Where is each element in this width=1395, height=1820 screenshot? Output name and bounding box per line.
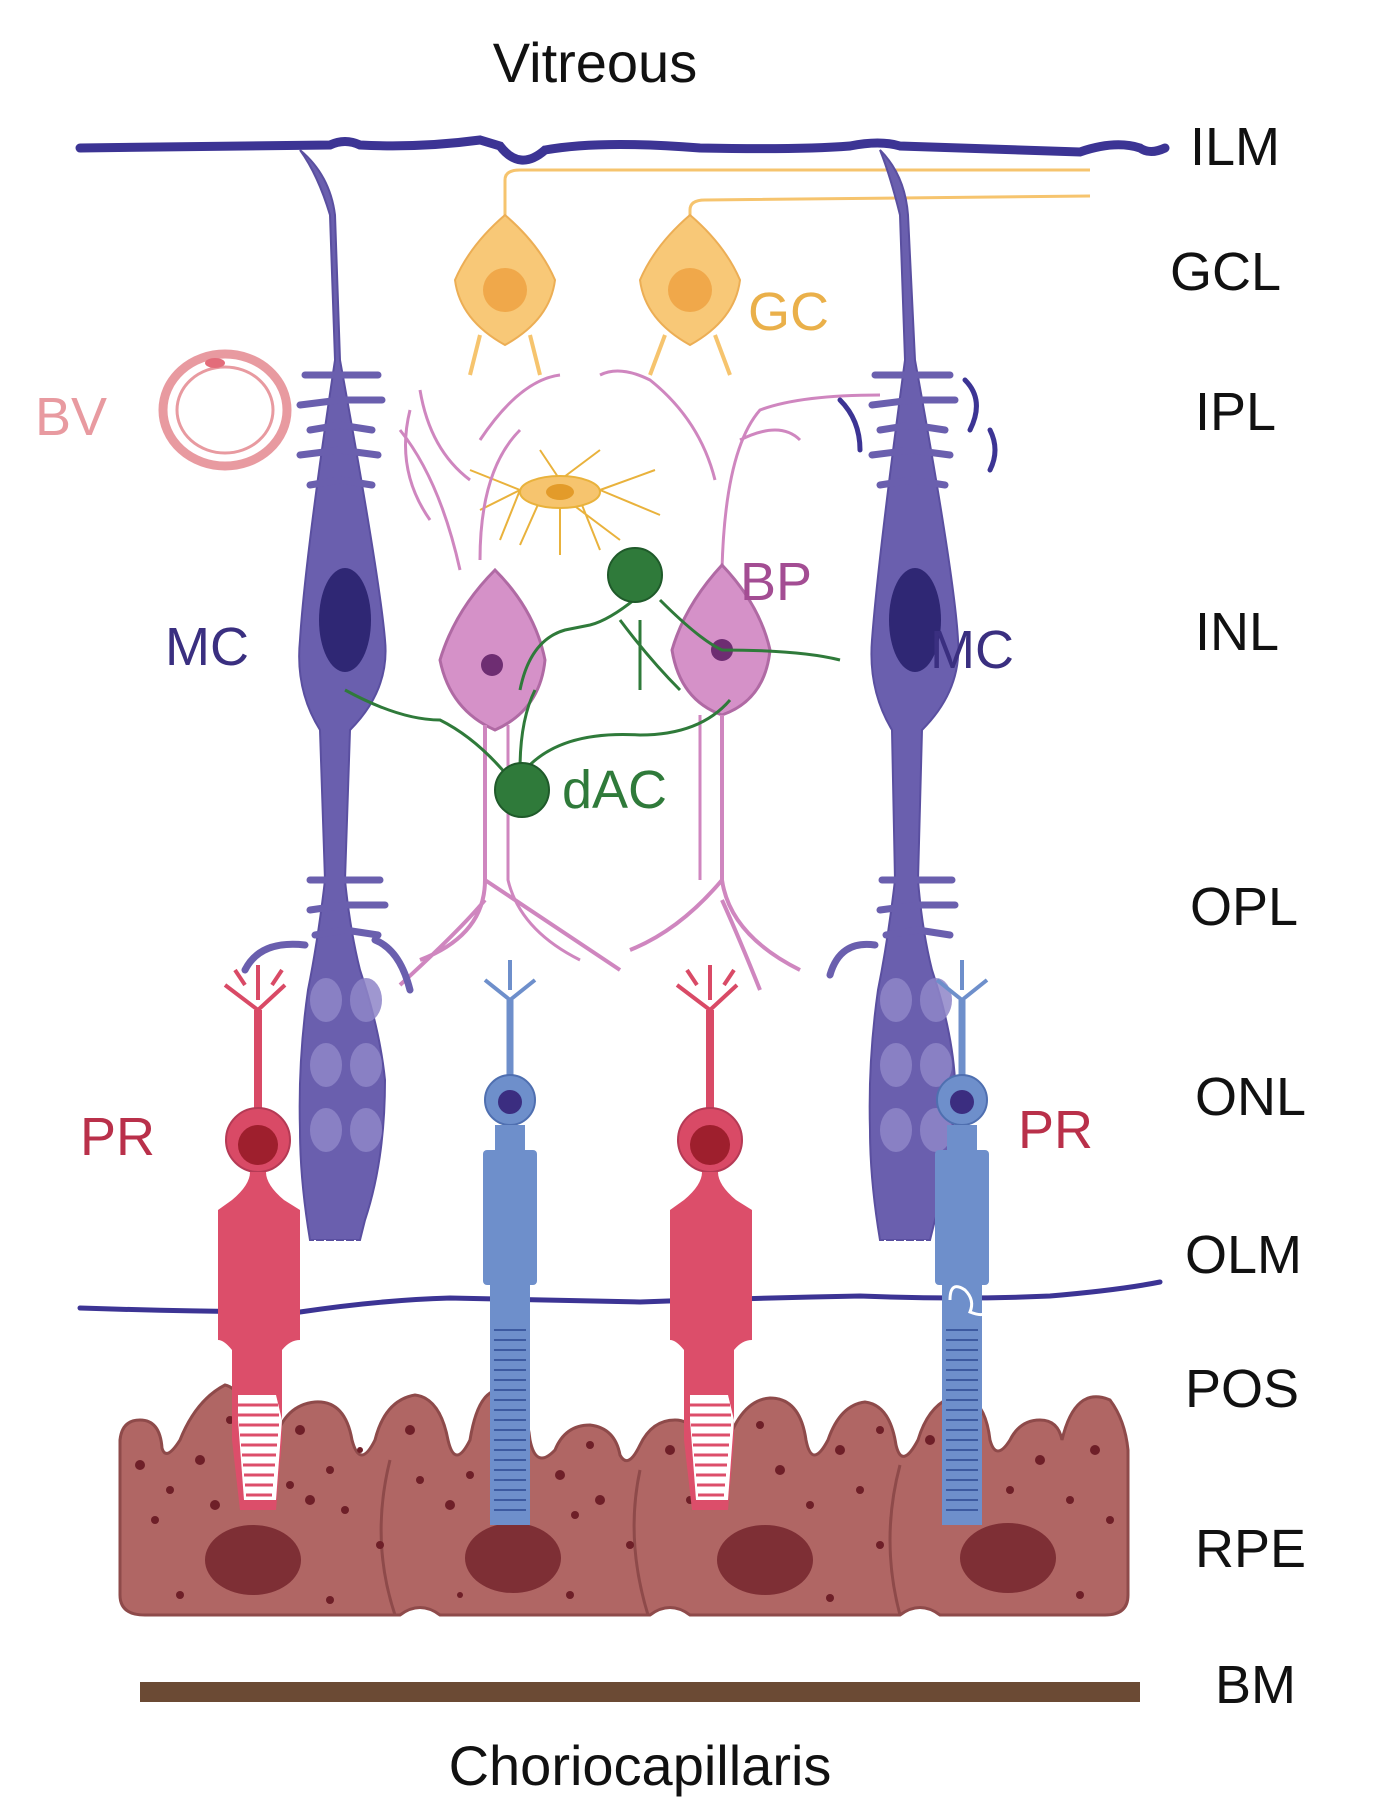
ganglion-cells [453, 168, 1091, 376]
photoreceptor-blue-2 [935, 960, 990, 1525]
label-mc-right: MC [930, 620, 1014, 680]
label-dac: dAC [562, 760, 667, 820]
photoreceptor-blue-1 [483, 960, 537, 1525]
muller-cells [241, 149, 998, 1290]
bruchs-membrane [140, 1682, 1140, 1702]
rpe-layer [118, 1383, 1130, 1617]
layer-label-pos: POS [1185, 1359, 1299, 1419]
muller-cell-left [298, 149, 387, 1241]
layer-label-ilm: ILM [1190, 117, 1280, 177]
amacrine-cell-ipl [469, 449, 661, 555]
rpe-nucleus [717, 1525, 813, 1595]
choriocapillaris-label: Choriocapillaris [449, 1734, 832, 1797]
amacrine-cells-dac [344, 547, 841, 818]
layer-label-gcl: GCL [1170, 242, 1281, 302]
layer-label-onl: ONL [1195, 1067, 1306, 1127]
layer-label-bm: BM [1215, 1655, 1296, 1715]
layer-label-inl: INL [1195, 602, 1279, 662]
photoreceptor-red-middle [670, 965, 752, 1510]
blood-vessel [158, 349, 292, 471]
rpe-nucleus [205, 1525, 301, 1595]
rpe-nucleus [960, 1523, 1056, 1593]
muller-cell-right [868, 149, 960, 1241]
label-pr-left: PR [80, 1107, 155, 1167]
bipolar-cells [398, 369, 881, 991]
rpe-nucleus [465, 1523, 561, 1593]
layer-label-opl: OPL [1190, 877, 1298, 937]
layer-label-olm: OLM [1185, 1225, 1302, 1285]
inner-limiting-membrane [75, 135, 1170, 165]
label-gc: GC [748, 282, 829, 342]
label-bp: BP [740, 552, 812, 612]
vitreous-label: Vitreous [493, 31, 697, 94]
label-bv: BV [35, 387, 107, 447]
layer-label-rpe: RPE [1195, 1519, 1306, 1579]
photoreceptors [218, 960, 990, 1525]
label-pr-right: PR [1018, 1100, 1093, 1160]
layer-label-ipl: IPL [1195, 382, 1276, 442]
photoreceptor-red-left [218, 965, 300, 1510]
label-mc-left: MC [165, 617, 249, 677]
